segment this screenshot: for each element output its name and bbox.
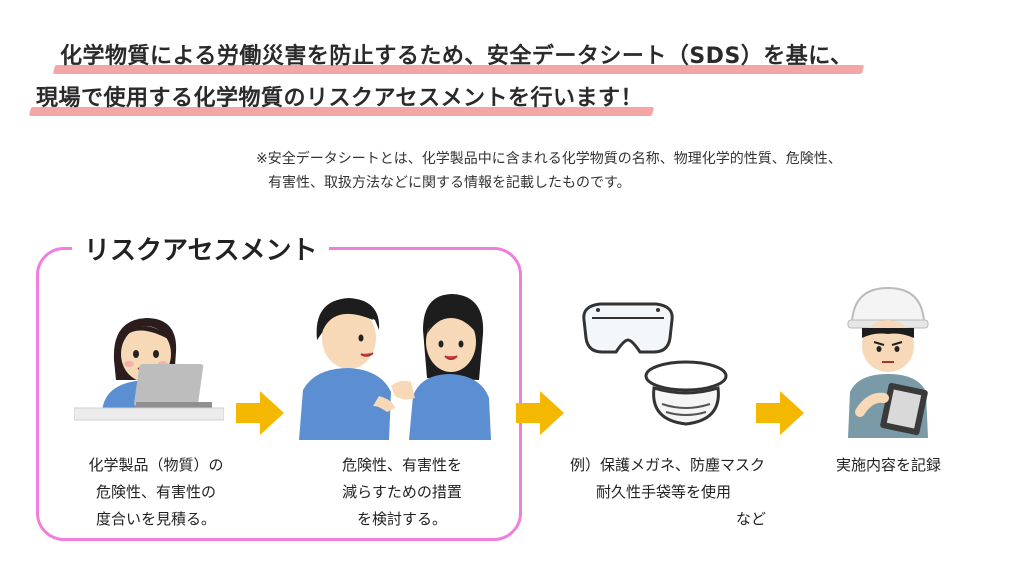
step3-caption-line: 例）保護メガネ、防塵マスク <box>570 456 766 474</box>
risk-assessment-title: リスクアセスメント <box>72 230 330 267</box>
step2-caption-line: を検討する。 <box>356 510 447 528</box>
step3-caption: 例）保護メガネ、防塵マスク 耐久性手袋等を使用 など <box>570 452 770 533</box>
headline-text-1: 化学物質による労働災害を防止するため、安全データシート（SDS）を基に、 <box>60 44 853 69</box>
step1-caption-line: 危険性、有害性の <box>95 483 216 501</box>
step2-caption: 危険性、有害性を 減らすための措置 を検討する。 <box>322 452 482 533</box>
step1-caption-line: 度合いを見積る。 <box>95 510 216 528</box>
step2-caption-line: 危険性、有害性を <box>341 456 462 474</box>
step1-caption-line: 化学製品（物質）の <box>88 456 224 474</box>
step2-caption-line: 減らすための措置 <box>342 483 462 501</box>
headline-line-1: 化学物質による労働災害を防止するため、安全データシート（SDS）を基に、 <box>52 38 864 74</box>
step1-caption: 化学製品（物質）の 危険性、有害性の 度合いを見積る。 <box>76 452 236 533</box>
inspector-icon <box>840 282 936 442</box>
arrow-right-icon <box>756 391 804 435</box>
safety-goggles-icon <box>580 298 676 360</box>
headline-line-2: 現場で使用する化学物質のリスクアセスメントを行います！ <box>28 80 655 116</box>
sds-note-line-1: ※安全データシートとは、化学製品中に含まれる化学物質の名称、物理化学的性質、危険… <box>256 151 842 167</box>
dust-mask-icon <box>640 358 732 428</box>
step3-caption-line: など <box>736 510 767 528</box>
discussion-icon <box>295 290 505 440</box>
headline-text-2: 現場で使用する化学物質のリスクアセスメントを行います！ <box>36 86 644 111</box>
sds-note-line-2: 有害性、取扱方法などに関する情報を記載したものです。 <box>268 175 631 191</box>
step3-caption-line: 耐久性手袋等を使用 <box>596 483 732 501</box>
worker-laptop-icon <box>74 290 224 425</box>
step4-caption: 実施内容を記録 <box>836 456 942 474</box>
arrow-right-icon <box>516 391 564 435</box>
arrow-right-icon <box>236 391 284 435</box>
